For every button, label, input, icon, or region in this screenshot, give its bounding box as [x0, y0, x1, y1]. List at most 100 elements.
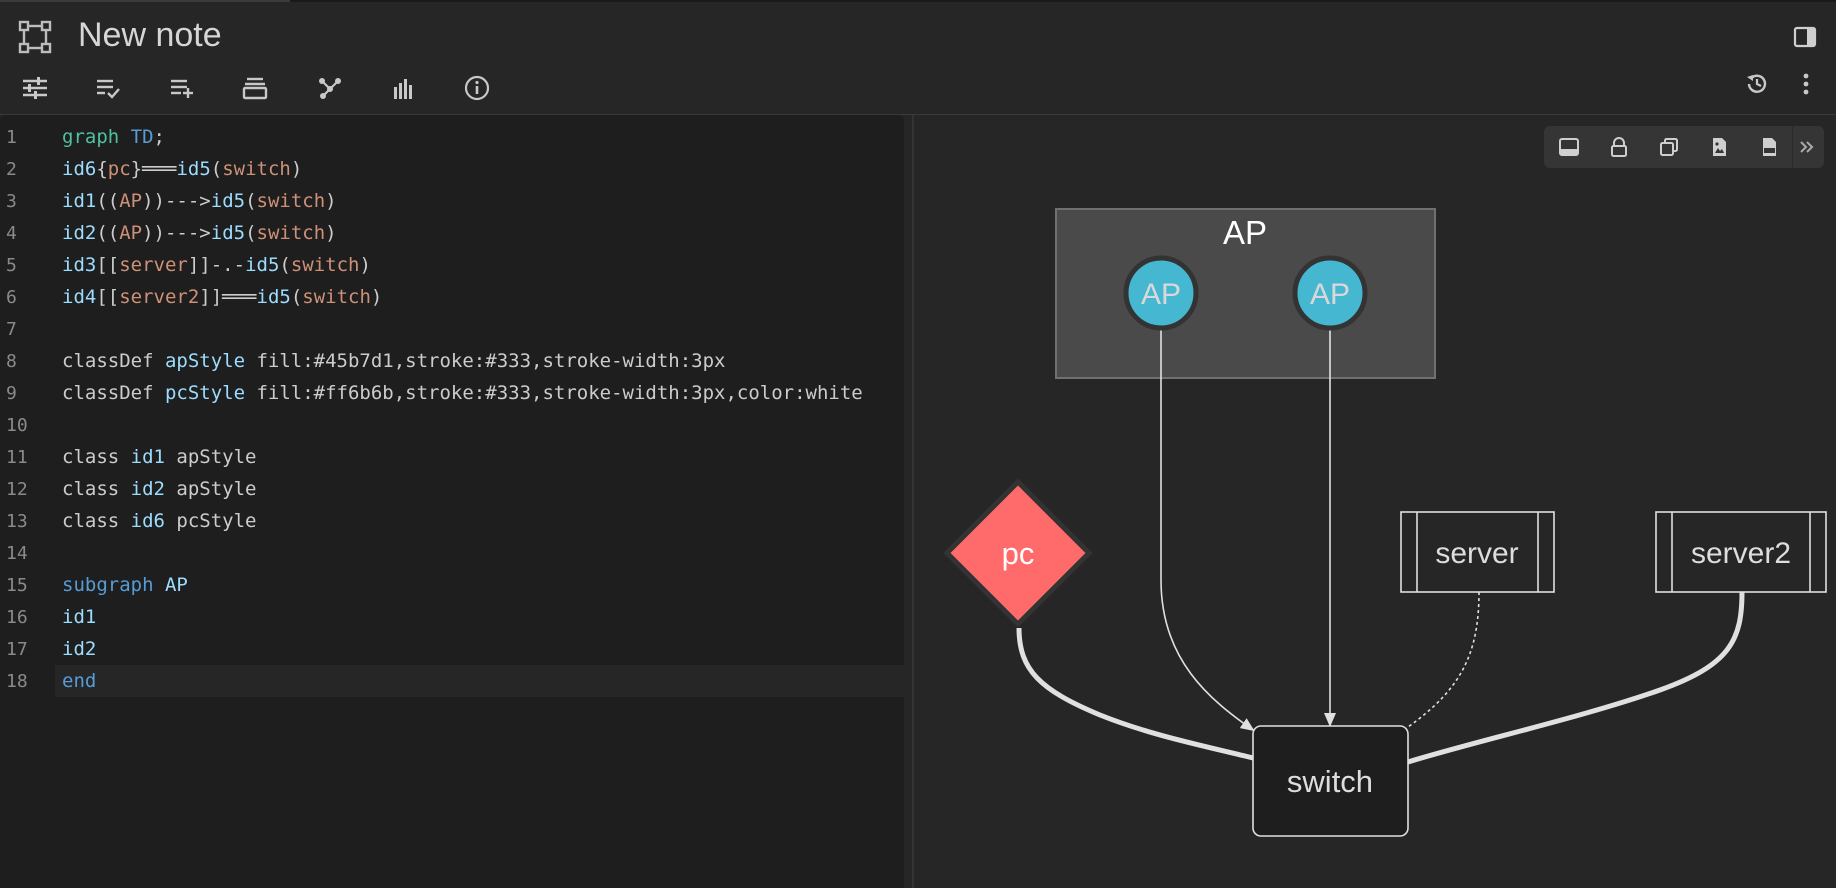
sliders-icon[interactable] [17, 70, 53, 106]
code-token: pc [107, 158, 131, 180]
code-token: apStyle [164, 350, 246, 372]
code-token: }═══ [130, 158, 177, 180]
code-token: apStyle [164, 478, 257, 500]
code-token: [[ [96, 286, 120, 308]
code-token: ) [359, 254, 371, 276]
code-line[interactable]: graph TD; [62, 126, 165, 148]
graph-nodes-icon[interactable] [312, 70, 348, 106]
line-number: 1 [6, 127, 17, 148]
note-title[interactable]: New note [78, 16, 222, 54]
server2-node-label: server2 [1691, 537, 1791, 570]
code-token: ( [279, 254, 291, 276]
code-line[interactable]: id2 [62, 638, 96, 660]
ap-node-2-label: AP [1310, 278, 1350, 311]
code-line[interactable]: id3[[server]]-.-id5(switch) [62, 254, 371, 276]
line-number: 12 [6, 479, 28, 500]
code-line[interactable]: classDef apStyle fill:#45b7d1,stroke:#33… [62, 350, 725, 372]
code-token: ) [370, 286, 383, 308]
pc-node[interactable] [943, 478, 1093, 628]
code-line[interactable]: id2((AP))--->id5(switch) [62, 222, 337, 244]
code-token: ( [245, 222, 257, 244]
code-token: pcStyle [164, 382, 246, 404]
code-token: server2 [119, 286, 200, 308]
edge-server-switch [1407, 591, 1480, 728]
ap-node-2[interactable] [1292, 255, 1368, 331]
code-token: switch [290, 254, 360, 276]
line-number: 11 [6, 447, 28, 468]
info-icon[interactable] [459, 70, 495, 106]
code-line[interactable]: class id1 apStyle [62, 446, 256, 468]
code-token: ( [245, 190, 257, 212]
ap-node-1-label: AP [1141, 278, 1181, 311]
server-node[interactable] [1400, 511, 1555, 593]
line-number: 7 [6, 319, 17, 340]
code-token: id1 [130, 446, 165, 468]
panel-bottom-icon[interactable] [1554, 132, 1584, 162]
code-token: id1 [62, 606, 97, 628]
code-token: fill:#45b7d1,stroke:#333,stroke-width:3p… [245, 350, 726, 372]
code-token: ) [325, 222, 337, 244]
double-chevron-icon[interactable] [1794, 132, 1820, 162]
checklist-icon[interactable] [90, 70, 126, 106]
code-line[interactable]: subgraph AP [62, 574, 188, 596]
pc-node-label: pc [1002, 536, 1035, 571]
code-token: switch [256, 190, 326, 212]
code-editor[interactable]: 1 graph TD; 2 id6{pc}═══id5(switch) 3 id1 ( ( AP… [0, 115, 904, 888]
code-token: switch [222, 158, 291, 180]
edge-server2-switch [1407, 591, 1745, 765]
code-token: id6 [130, 510, 165, 532]
line-number: 2 [6, 159, 17, 180]
line-number: 18 [6, 671, 28, 692]
code-token: id5 [210, 190, 246, 212]
code-token: ( [210, 158, 223, 180]
code-line[interactable]: id1((AP))--->id5(switch) [62, 190, 337, 212]
code-line[interactable]: classDef pcStyle fill:#ff6b6b,stroke:#33… [62, 382, 863, 404]
code-token: switch [256, 222, 326, 244]
server-node-label: server [1435, 537, 1518, 570]
line-number: 15 [6, 575, 28, 596]
code-line[interactable]: class id6 pcStyle [62, 510, 256, 532]
history-icon[interactable] [1739, 66, 1775, 102]
ap-node-1[interactable] [1123, 255, 1199, 331]
code-token: class [62, 478, 131, 500]
code-token: TD [130, 126, 154, 148]
code-token: classDef [62, 350, 165, 372]
lock-icon[interactable] [1604, 132, 1634, 162]
code-token: [[ [96, 254, 120, 276]
code-line[interactable]: id1 [62, 606, 96, 628]
code-token: server [119, 254, 188, 276]
subgraph-ap [1055, 208, 1436, 379]
server2-node[interactable] [1655, 511, 1827, 593]
subgraph-label: AP [1223, 214, 1267, 251]
line-number: 5 [6, 255, 17, 276]
switch-node[interactable] [1252, 725, 1409, 837]
line-number: 16 [6, 607, 28, 628]
copy-icon[interactable] [1654, 132, 1684, 162]
code-line[interactable]: class id2 apStyle [62, 478, 256, 500]
code-line[interactable]: id4[[server2]]═══id5(switch) [62, 286, 382, 308]
code-token: id1 [62, 190, 97, 212]
code-token: id6 [62, 158, 97, 180]
code-token: id5 [256, 286, 291, 308]
app-diagram-icon[interactable] [18, 20, 52, 54]
line-number: 3 [6, 191, 17, 212]
code-token: id5 [245, 254, 280, 276]
stack-icon[interactable] [237, 70, 273, 106]
pane-splitter[interactable] [912, 115, 914, 888]
add-list-icon[interactable] [164, 70, 200, 106]
png-download-icon[interactable] [1754, 132, 1784, 162]
more-vertical-icon[interactable] [1793, 66, 1819, 102]
image-download-icon[interactable] [1704, 132, 1734, 162]
line-number: 9 [6, 383, 17, 404]
panel-toggle-icon[interactable] [1792, 24, 1818, 50]
code-token: AP [119, 222, 143, 244]
code-token: ( [290, 286, 303, 308]
line-number: 17 [6, 639, 28, 660]
code-token: id4 [62, 286, 97, 308]
code-token: ) [290, 158, 303, 180]
bar-chart-icon[interactable] [385, 70, 421, 106]
code-line[interactable]: id6{pc}═══id5(switch) [62, 158, 302, 180]
code-line[interactable]: end [62, 670, 96, 692]
line-number: 14 [6, 543, 28, 564]
